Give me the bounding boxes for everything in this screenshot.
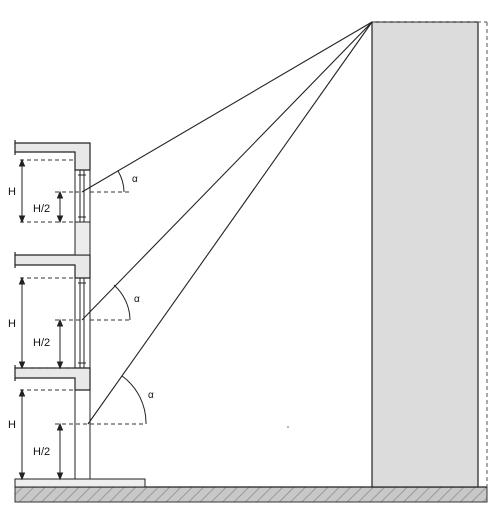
window-upper [78,170,86,222]
opposite-building [371,21,479,488]
dimension-half-upper [56,190,64,224]
sight-line-middle [81,21,373,321]
dimension-h-ground [18,388,26,481]
label-angle-middle: α [134,294,140,305]
upper-floor [14,140,91,171]
angle-arc-middle [113,284,131,321]
wall-pier-1 [74,221,91,256]
label-half-middle: H/2 [33,337,50,349]
window-middle [78,278,86,368]
middle-floor [14,252,91,279]
label-angle-upper: α [132,174,138,185]
dimension-half-middle [56,318,64,370]
label-h-upper: H [8,186,16,198]
dimension-h-middle [18,276,26,370]
label-half-ground: H/2 [33,446,50,458]
angle-arc-ground [121,375,147,425]
label-h-middle: H [8,318,16,330]
dimension-half-ground [56,422,64,481]
ground-slab [14,478,146,488]
sight-line-ground [87,21,373,425]
dimension-h-upper [18,158,26,224]
sight-line-upper [81,21,373,193]
label-half-upper: H/2 [33,203,50,215]
label-h-ground: H [8,419,16,431]
angle-arc-upper [117,170,125,193]
label-angle-ground: α [148,390,154,401]
ground-strip [14,486,488,503]
lower-floor [14,365,91,391]
